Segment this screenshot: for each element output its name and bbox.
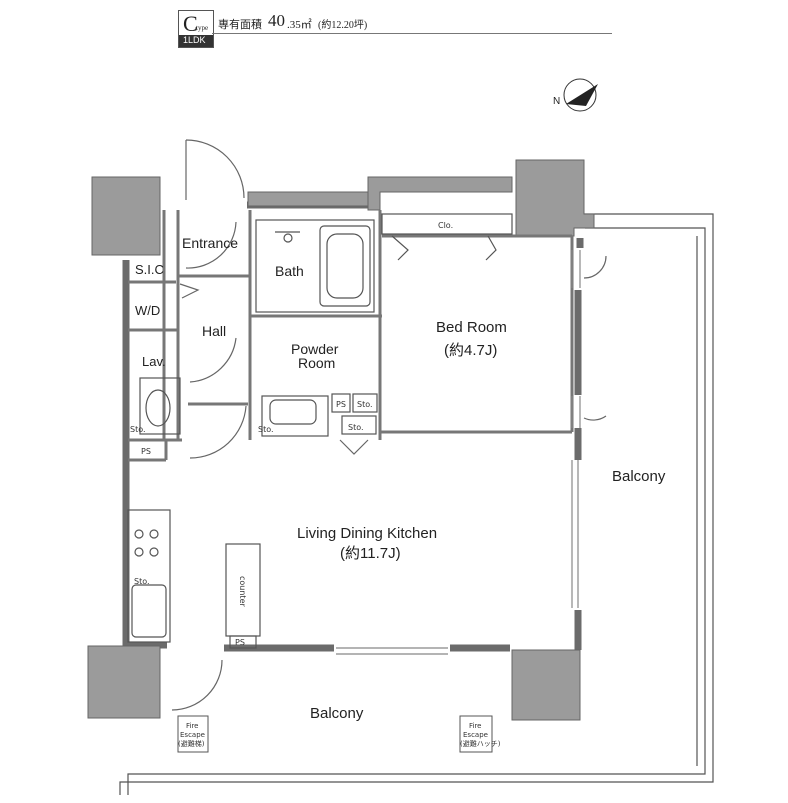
kitchen (127, 509, 261, 649)
bed-label-2: (約4.7J) (444, 342, 497, 359)
wd-label: W/D (135, 303, 160, 318)
ps-label-3: PS (235, 638, 245, 647)
ldk-label-2: (約11.7J) (340, 545, 401, 562)
fire-left-1: Fire (186, 722, 199, 730)
structural-columns (87, 159, 595, 721)
fire-right-3: (避難ハッチ) (460, 739, 501, 748)
layout-badge: 1LDK (183, 35, 206, 45)
type-badge: C type 1LDK (178, 10, 214, 48)
sto-label-5: Sto. (134, 577, 150, 586)
lav-label: Lav. (142, 354, 166, 369)
area-label: 専有面積 (218, 19, 262, 31)
area-tsubo: (約12.20坪) (318, 20, 368, 31)
bath-label: Bath (275, 263, 304, 279)
fire-left-2: Escape (180, 731, 205, 739)
sto-label-2: Sto. (348, 423, 364, 432)
area-value: 40 (268, 11, 285, 30)
sto-label-4: Sto. (130, 425, 146, 434)
closet (381, 213, 513, 261)
hall-label: Hall (202, 323, 226, 339)
sto-label-3: Sto. (258, 425, 274, 434)
fire-right-2: Escape (463, 731, 488, 739)
area-decimal: .35㎡ (287, 19, 312, 31)
ps-label-2: PS (141, 447, 151, 456)
entrance-label: Entrance (182, 235, 238, 251)
balcony-outline (119, 213, 714, 795)
header-rule (212, 33, 612, 34)
powder-label-1: Powder (291, 341, 339, 357)
compass-icon: N (553, 78, 598, 112)
powder-label-2: Room (298, 355, 335, 371)
bath-fixtures (255, 219, 375, 313)
sic-label: S.I.C (135, 262, 164, 277)
vanity (261, 393, 378, 437)
closet-label: Clo. (438, 221, 453, 230)
interior-walls (128, 210, 574, 462)
doors (171, 139, 607, 711)
ps-label-1: PS (336, 400, 346, 409)
type-suffix: type (196, 24, 209, 32)
type-letter: C (183, 11, 198, 36)
ldk-label-1: Living Dining Kitchen (297, 525, 437, 542)
bed-label-1: Bed Room (436, 319, 507, 336)
fire-escapes (177, 715, 493, 753)
balcony-bottom-label: Balcony (310, 705, 364, 722)
balcony-side-label: Balcony (612, 468, 666, 485)
fire-left-3: (避難梯) (178, 739, 205, 748)
toilet (139, 377, 181, 435)
compass-north: N (553, 96, 560, 107)
sto-label-1: Sto. (357, 400, 373, 409)
counter-label: counter (238, 576, 247, 607)
fire-right-1: Fire (469, 722, 482, 730)
windows (336, 250, 581, 655)
